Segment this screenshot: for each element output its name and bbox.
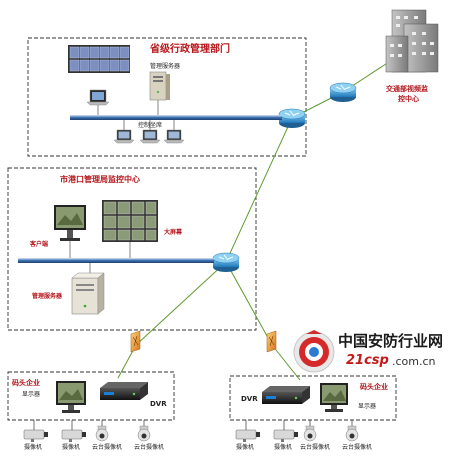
firewall-icon xyxy=(266,330,277,353)
provincial-server-label: 管理服务器 xyxy=(150,63,181,70)
watermark-domain-main: 21csp xyxy=(346,353,389,368)
network-bus xyxy=(70,115,282,120)
wharf-right-region xyxy=(229,375,397,421)
firewall-icon xyxy=(130,330,141,353)
camera-icon xyxy=(61,429,86,442)
camera-links xyxy=(245,420,353,430)
provincial-region xyxy=(27,37,307,157)
city-region xyxy=(7,167,257,331)
ptz-camera-icon xyxy=(137,425,151,442)
provincial-title: 省级行政管理部门 xyxy=(150,44,230,55)
dvr-icon xyxy=(100,382,148,400)
transport-center-line2: 控中心 xyxy=(398,95,419,103)
laptop-icon xyxy=(113,129,135,144)
wharf-right-display-label: 显示器 xyxy=(358,403,377,410)
wharf-right-title: 码头企业 xyxy=(360,383,388,391)
network-bus xyxy=(18,258,214,263)
wharf-left-display-label: 显示器 xyxy=(22,391,41,398)
monitor-icon xyxy=(54,205,86,241)
laptop-icon xyxy=(139,129,161,144)
camera-icon xyxy=(273,429,298,442)
wharf-right-dvr-label: DVR xyxy=(241,395,258,403)
laptop-icon xyxy=(163,129,185,144)
watermark-domain-suffix: .com.cn xyxy=(392,355,436,368)
video-wall-icon xyxy=(102,200,158,242)
camera-label: 摄像机 xyxy=(24,444,43,451)
city-server-label: 管理服务器 xyxy=(32,293,63,300)
city-title: 市港口管理局监控中心 xyxy=(60,175,140,184)
watermark-text: 中国安防行业网 xyxy=(338,332,444,350)
laptop-icon xyxy=(86,89,110,106)
router-icon xyxy=(329,82,357,102)
camera-links xyxy=(33,420,145,430)
video-wall-icon xyxy=(68,45,130,73)
wharf-left-dvr-label: DVR xyxy=(150,400,167,408)
ptz-camera-label: 云台摄像机 xyxy=(92,444,123,451)
ptz-camera-label: 云台摄像机 xyxy=(342,444,373,451)
ptz-camera-label: 云台摄像机 xyxy=(300,444,331,451)
client-label: 客户端 xyxy=(30,241,49,248)
router-icon xyxy=(212,252,240,272)
dvr-icon xyxy=(262,386,310,404)
transport-center-line1: 交通部视频监 xyxy=(386,85,428,93)
control-seat-label: 控制坐席 xyxy=(138,122,163,129)
monitor-icon xyxy=(320,383,348,412)
router-icon xyxy=(278,108,306,128)
big-screen-label: 大屏幕 xyxy=(164,229,183,236)
camera-icon xyxy=(235,429,260,442)
wharf-left-region xyxy=(7,371,175,421)
camera-label: 摄像机 xyxy=(274,444,293,451)
monitor-icon xyxy=(56,381,86,413)
ptz-camera-icon xyxy=(303,425,317,442)
ptz-camera-icon xyxy=(345,425,359,442)
camera-label: 摄像机 xyxy=(236,444,255,451)
server-icon xyxy=(71,272,105,315)
server-icon xyxy=(149,71,170,101)
building-icon xyxy=(385,9,439,73)
wharf-left-title: 码头企业 xyxy=(12,379,40,387)
ptz-camera-label: 云台摄像机 xyxy=(134,444,165,451)
camera-icon xyxy=(23,429,48,442)
watermark-logo-icon xyxy=(293,330,335,373)
camera-label: 摄像机 xyxy=(62,444,81,451)
ptz-camera-icon xyxy=(95,425,109,442)
drop-lines xyxy=(97,100,175,130)
